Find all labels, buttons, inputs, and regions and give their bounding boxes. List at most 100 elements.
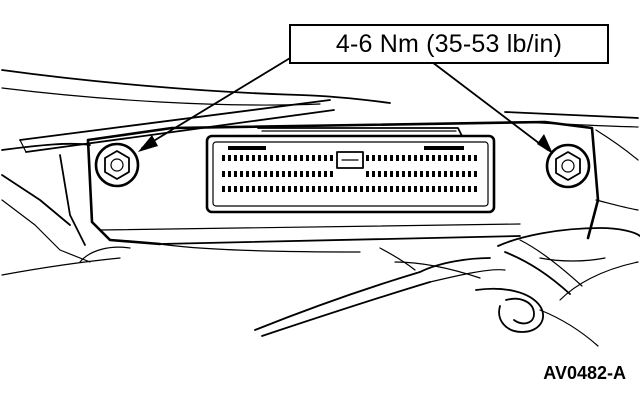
connector-pin (258, 155, 261, 161)
connector-pin (426, 171, 429, 177)
connector-pin (276, 171, 279, 177)
connector-pin (378, 186, 381, 192)
connector-pin (474, 171, 477, 177)
connector-pin (354, 186, 357, 192)
module-connector (205, 127, 496, 214)
connector-pin (390, 186, 393, 192)
connector-pin (420, 171, 423, 177)
connector-pin (462, 186, 465, 192)
connector-pin (426, 186, 429, 192)
connector-pin (240, 186, 243, 192)
connector-pin (360, 186, 363, 192)
connector-pin (276, 186, 279, 192)
right-body-contour (595, 129, 639, 211)
connector-pin (408, 155, 411, 161)
connector-pin (312, 171, 315, 177)
connector-pin (432, 186, 435, 192)
connector-pin (300, 155, 303, 161)
connector-pin (282, 155, 285, 161)
connector-pin (288, 186, 291, 192)
connector-pin (402, 155, 405, 161)
connector-pin (264, 171, 267, 177)
connector-pin (246, 155, 249, 161)
connector-pin (348, 186, 351, 192)
connector-pin (474, 186, 477, 192)
connector-pin (396, 171, 399, 177)
connector-pin (378, 171, 381, 177)
connector-pin (240, 155, 243, 161)
connector-pin (222, 186, 225, 192)
connector-pin (264, 155, 267, 161)
connector-pin (270, 186, 273, 192)
connector-pin (228, 155, 231, 161)
connector-pin (282, 171, 285, 177)
connector-pin (288, 155, 291, 161)
connector-pin (462, 155, 465, 161)
wiring-harness (254, 227, 640, 347)
connector-pin (384, 155, 387, 161)
connector-pin (402, 186, 405, 192)
connector-pin (222, 155, 225, 161)
connector-pin (228, 186, 231, 192)
connector-pin (438, 155, 441, 161)
connector-pin (288, 171, 291, 177)
connector-pin (450, 186, 453, 192)
connector-pin (384, 171, 387, 177)
left-bolt (94, 142, 140, 188)
connector-pins-top-row (222, 155, 477, 161)
connector-pin (402, 171, 405, 177)
connector-pin (318, 186, 321, 192)
connector-pin (378, 155, 381, 161)
connector-pin (294, 171, 297, 177)
connector-pin (444, 171, 447, 177)
connector-pin (234, 155, 237, 161)
connector-pin (324, 186, 327, 192)
connector-pin (264, 186, 267, 192)
connector-pin (420, 186, 423, 192)
connector-pin (240, 171, 243, 177)
connector-pin (396, 186, 399, 192)
connector-pin (456, 186, 459, 192)
mounting-plate (86, 120, 600, 253)
body-panel-contours (1, 69, 639, 128)
connector-pin (312, 155, 315, 161)
connector-pin (414, 155, 417, 161)
connector-pin (306, 186, 309, 192)
connector-pin (366, 155, 369, 161)
connector-pin (270, 155, 273, 161)
connector-pin (414, 171, 417, 177)
connector-pin (444, 186, 447, 192)
connector-pin (366, 171, 369, 177)
connector-pin (300, 186, 303, 192)
connector-pin (468, 186, 471, 192)
connector-pin (336, 186, 339, 192)
connector-pin (408, 186, 411, 192)
connector-pin (456, 171, 459, 177)
connector-pin (294, 186, 297, 192)
figure-id-label: AV0482-A (543, 363, 626, 383)
torque-callout-box: 4-6 Nm (35-53 lb/in) (289, 24, 609, 64)
connector-pin (330, 171, 333, 177)
connector-pin (432, 155, 435, 161)
connector-pin (372, 155, 375, 161)
connector-pin (306, 155, 309, 161)
connector-pin (246, 171, 249, 177)
connector-pin (426, 155, 429, 161)
connector-pin (252, 186, 255, 192)
connector-pin (252, 155, 255, 161)
connector-pin (462, 171, 465, 177)
connector-pin (246, 186, 249, 192)
connector-pin (372, 171, 375, 177)
connector-pin (438, 186, 441, 192)
connector-pin (414, 186, 417, 192)
connector-pin (468, 155, 471, 161)
connector-pin (456, 155, 459, 161)
connector-pin (384, 186, 387, 192)
connector-pin (450, 155, 453, 161)
connector-pin (276, 155, 279, 161)
support-rod (19, 99, 335, 153)
connector-pin (258, 171, 261, 177)
connector-pins-middle-row (222, 171, 477, 177)
connector-pin (444, 155, 447, 161)
